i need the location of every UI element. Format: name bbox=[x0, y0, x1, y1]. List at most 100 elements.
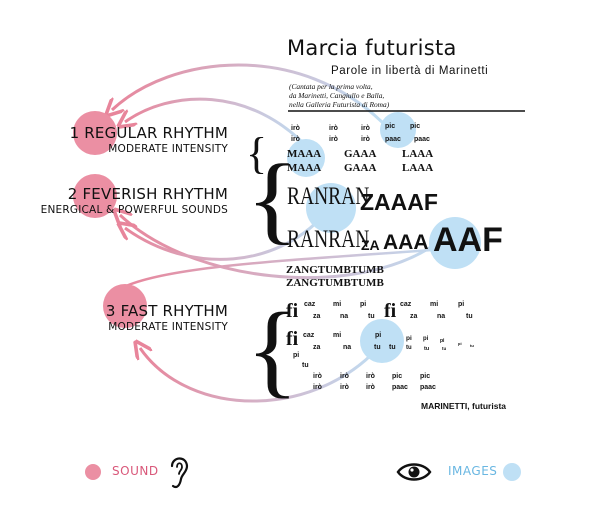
poem-word: paac bbox=[392, 384, 408, 391]
connector-arc-1 bbox=[112, 63, 387, 127]
poem-word: na bbox=[437, 313, 446, 320]
image-circle bbox=[380, 112, 416, 148]
poem-word: GAAA bbox=[344, 148, 377, 160]
poem-word: mi bbox=[430, 301, 439, 308]
note-line: (Cantata per la prima volta, bbox=[289, 82, 373, 91]
poem-word: za bbox=[313, 313, 321, 320]
poem-word: irò bbox=[329, 125, 338, 132]
poem-word: tu bbox=[406, 345, 412, 351]
poem-word: irò bbox=[291, 125, 300, 132]
poem-word: pi bbox=[440, 338, 445, 344]
poem-word: irò bbox=[291, 136, 300, 143]
poem-word: pi bbox=[423, 336, 429, 342]
poem-word: irò bbox=[329, 136, 338, 143]
poem-word: na bbox=[340, 313, 349, 320]
legend-sound-label: SOUND bbox=[112, 464, 159, 478]
poem-word: irò bbox=[366, 384, 375, 391]
poem-word: na bbox=[343, 344, 352, 351]
poem-word: AAF bbox=[433, 221, 503, 259]
connector-arc-3 bbox=[120, 215, 452, 280]
poem-word: pic bbox=[385, 123, 396, 130]
rhythm-2: 2 FEVERISH RHYTHM ENERGICAL & POWERFUL S… bbox=[41, 185, 228, 217]
ear-icon bbox=[170, 457, 189, 489]
poem-word: pic bbox=[410, 123, 421, 130]
performance-note: (Cantata per la prima volta, da Marinett… bbox=[289, 82, 449, 109]
poem-word: LAAA bbox=[402, 162, 434, 174]
note-line: da Marinetti, Cangiullo e Balla, bbox=[289, 91, 385, 100]
poem-word: tu bbox=[442, 346, 447, 351]
poem-word: pi bbox=[458, 301, 465, 308]
poem-word: MAAA bbox=[287, 148, 322, 160]
poem-word: za bbox=[410, 313, 418, 320]
sound-circle bbox=[73, 174, 117, 218]
rhythm-desc: MODERATE INTENSITY bbox=[108, 321, 228, 333]
page-title: Marcia futurista bbox=[287, 36, 457, 60]
poem-word: GAAA bbox=[344, 162, 377, 174]
poem-word: pi bbox=[406, 335, 412, 342]
rhythm-name: 3 FAST RHYTHM bbox=[105, 302, 228, 320]
poem-word: caz bbox=[303, 332, 315, 339]
image-circle bbox=[287, 139, 325, 177]
poem-word: tu bbox=[374, 344, 381, 351]
brace-1: { bbox=[246, 129, 267, 178]
poem-word: caz bbox=[400, 301, 412, 308]
poem-word: caz bbox=[304, 301, 316, 308]
signature: MARINETTI, futurista bbox=[421, 401, 506, 411]
poem-word: paac bbox=[385, 136, 401, 143]
poem-word: irò bbox=[313, 384, 322, 391]
sound-circle bbox=[103, 284, 147, 328]
poem-word: pic bbox=[420, 373, 431, 380]
poem-word: za bbox=[313, 344, 321, 351]
connector-arc-6 bbox=[140, 340, 387, 403]
poem-word: pi bbox=[458, 341, 462, 346]
rhythm-desc: MODERATE INTENSITY bbox=[108, 143, 228, 155]
brace-2: { bbox=[246, 144, 299, 254]
poem-word: tu bbox=[368, 313, 375, 320]
rhythm-name: 1 REGULAR RHYTHM bbox=[69, 124, 228, 142]
poem-word: paac bbox=[420, 384, 436, 391]
poem-word: RANRAN bbox=[287, 226, 370, 253]
rhythm-3: 3 FAST RHYTHM MODERATE INTENSITY bbox=[106, 302, 228, 334]
image-circle bbox=[360, 319, 404, 363]
legend-images-label: IMAGES bbox=[448, 464, 498, 478]
poem-word: pi bbox=[375, 332, 382, 339]
poem-word: ZA bbox=[361, 237, 380, 253]
poem-word: pic bbox=[392, 373, 403, 380]
legend-sound-dot bbox=[85, 464, 101, 480]
poem-word: ZANGTUMBTUMB bbox=[286, 277, 384, 289]
poem-word: fi bbox=[384, 300, 397, 322]
poem-word: mi bbox=[333, 332, 342, 339]
poem-word: irò bbox=[313, 373, 322, 380]
rhythm-1: 1 REGULAR RHYTHM MODERATE INTENSITY bbox=[70, 124, 228, 156]
poem-word: pi bbox=[293, 352, 300, 359]
poem-word: irò bbox=[340, 384, 349, 391]
sound-circle bbox=[73, 111, 117, 155]
poem-word: LAAA bbox=[402, 148, 434, 160]
poem-word: irò bbox=[366, 373, 375, 380]
poem-word: fi bbox=[286, 300, 299, 322]
connector-arc-4 bbox=[125, 207, 332, 261]
poem-word: tu bbox=[470, 343, 474, 348]
poem-word: paac bbox=[414, 136, 430, 143]
poem-word: tu bbox=[424, 346, 430, 352]
image-circle bbox=[306, 183, 356, 233]
page-subtitle: Parole in libertà di Marinetti bbox=[331, 65, 489, 77]
rhythm-desc: ENERGICAL & POWERFUL SOUNDS bbox=[40, 204, 228, 216]
poem-word: MAAA bbox=[287, 162, 322, 174]
poem-word: irò bbox=[361, 125, 370, 132]
poem-word: irò bbox=[361, 136, 370, 143]
eye-icon bbox=[396, 463, 432, 481]
rhythm-name: 2 FEVERISH RHYTHM bbox=[67, 185, 228, 203]
poem-word: AAA bbox=[383, 231, 429, 254]
poem-word: tu bbox=[466, 313, 473, 320]
poem-word: irò bbox=[340, 373, 349, 380]
poem-word: tu bbox=[389, 344, 396, 351]
poem-word: tu bbox=[302, 362, 309, 369]
poem-word: fi bbox=[286, 328, 299, 350]
poem-word: ZAAAF bbox=[360, 189, 438, 215]
poem-word: mi bbox=[333, 301, 342, 308]
image-circle bbox=[429, 217, 481, 269]
legend-images-dot bbox=[503, 463, 521, 481]
connector-arc-5 bbox=[117, 246, 461, 292]
